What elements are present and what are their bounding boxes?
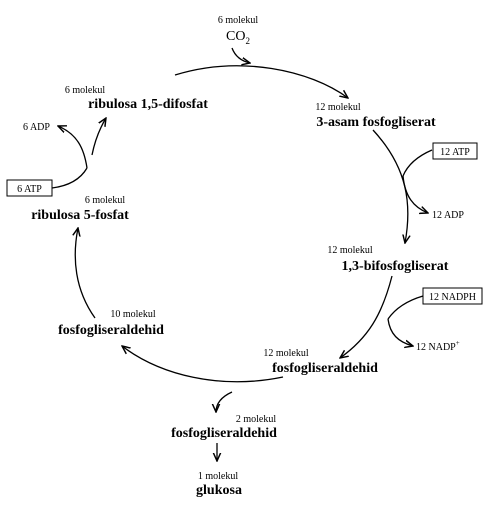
arc-nadp12-output: [387, 318, 413, 346]
g3p2-count: 2 molekul: [236, 414, 276, 425]
pga-name: 3-asam fosfogliserat: [316, 115, 436, 130]
g3p10-count: 10 molekul: [110, 309, 155, 320]
atp12-label: 12 ATP: [440, 147, 470, 158]
nadph12-box: [422, 287, 483, 305]
nadp12-label: 12 NADP+: [416, 339, 460, 353]
arc-bpg-to-g3p12: [340, 275, 393, 358]
co2-formula: CO2: [226, 29, 250, 46]
glucose-count: 1 molekul: [198, 471, 238, 482]
bpg-count: 12 molekul: [327, 245, 372, 256]
arc-atp6-input: [51, 167, 88, 189]
ru5p-name: ribulosa 5-fosfat: [31, 208, 129, 223]
nadph12-label: 12 NADPH: [429, 292, 476, 303]
arc-g3p12-to-g3p10: [122, 346, 284, 383]
bpg-name: 1,3-bifosfogliserat: [342, 259, 449, 274]
adp12-label: 12 ADP: [432, 210, 464, 221]
g3p12-name: fosfogliseraldehid: [272, 361, 378, 376]
arc-rubp-to-pga: [174, 65, 348, 98]
arc-atp12-input: [402, 149, 433, 177]
g3p10-name: fosfogliseraldehid: [58, 323, 164, 338]
adp6-label: 6 ADP: [23, 122, 50, 133]
arc-nadph12-input: [387, 295, 424, 320]
ru5p-count: 6 molekul: [85, 195, 125, 206]
g3p2-name: fosfogliseraldehid: [171, 426, 277, 441]
atp6-label: 6 ATP: [17, 184, 42, 195]
pga-count: 12 molekul: [315, 102, 360, 113]
arc-g3p2-output: [216, 391, 233, 412]
arc-ru5p-to-rubp: [91, 118, 106, 156]
glucose-name: glukosa: [196, 483, 242, 498]
co2-count: 6 molekul: [218, 15, 258, 26]
arc-co2-input: [231, 47, 250, 63]
atp12-box: [432, 142, 478, 160]
rubp-count: 6 molekul: [65, 85, 105, 96]
arc-adp12-output: [402, 175, 428, 213]
arc-g3p10-to-ru5p: [75, 228, 96, 319]
g3p12-count: 12 molekul: [263, 348, 308, 359]
arc-pga-to-bpg: [372, 129, 408, 243]
arc-adp6-output: [58, 126, 88, 169]
rubp-name: ribulosa 1,5-difosfat: [88, 97, 208, 112]
atp6-box: [6, 179, 53, 197]
